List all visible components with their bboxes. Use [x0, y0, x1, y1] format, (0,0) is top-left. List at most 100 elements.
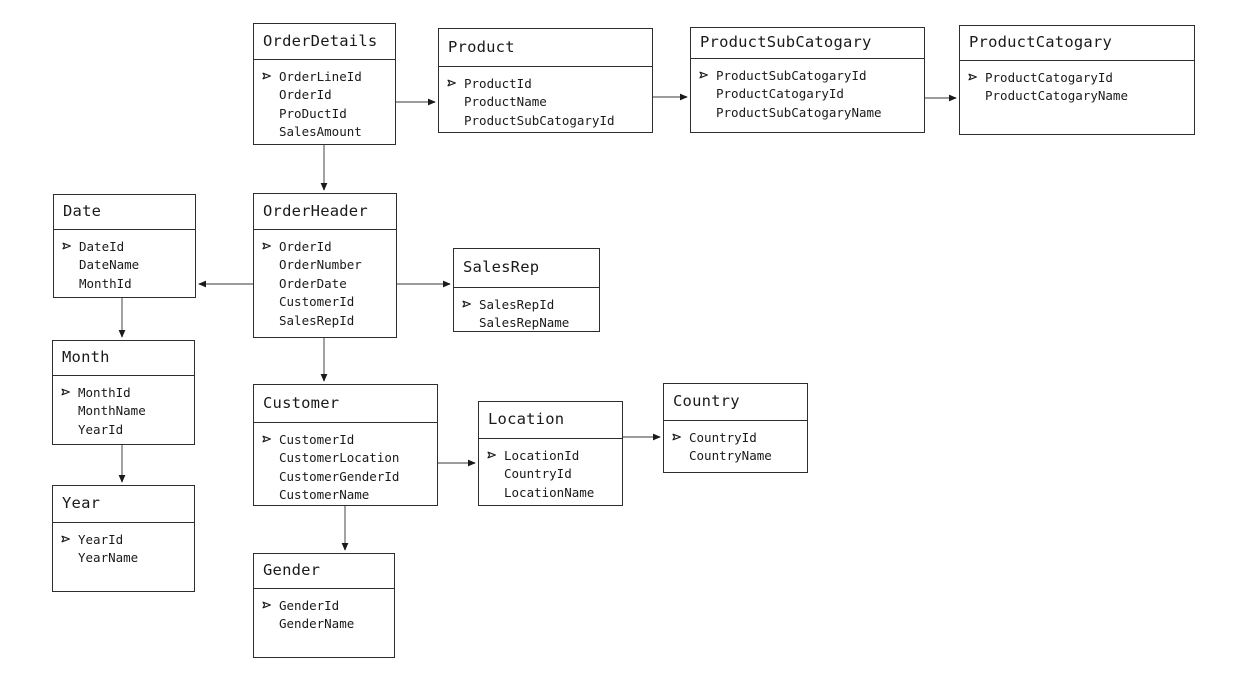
- field-row: MonthName: [60, 402, 190, 421]
- field-name: CountryId: [689, 429, 757, 445]
- table-title: Customer: [254, 385, 437, 423]
- field-name: CountryName: [689, 448, 772, 464]
- field-name: OrderId: [279, 238, 332, 254]
- field-name: CountryId: [504, 466, 572, 482]
- field-name: MonthId: [78, 384, 131, 400]
- table-title: SalesRep: [454, 249, 599, 288]
- field-row: CustomerGenderId: [261, 467, 433, 486]
- field-row: YearId: [60, 420, 190, 439]
- field-row: LocationId: [486, 446, 618, 465]
- field-name: ProductSubCatogaryId: [464, 112, 615, 128]
- field-row: MonthId: [61, 274, 191, 293]
- field-name: YearId: [78, 421, 124, 437]
- field-name: LocationName: [504, 484, 595, 500]
- field-row: OrderDate: [261, 274, 392, 293]
- field-row: CountryId: [486, 465, 618, 484]
- field-row: OrderLineId: [261, 67, 391, 86]
- primary-key-icon: [461, 298, 479, 310]
- field-row: DateName: [61, 256, 191, 275]
- table-title: Month: [53, 341, 194, 376]
- table-title: Date: [54, 195, 195, 230]
- field-row: ProductSubCatogaryId: [698, 66, 920, 85]
- field-row: YearName: [60, 549, 190, 568]
- field-row: CountryName: [671, 447, 803, 466]
- field-row: DateId: [61, 237, 191, 256]
- field-name: GenderName: [279, 616, 355, 632]
- field-name: OrderDate: [279, 275, 347, 291]
- field-row: SalesRepId: [261, 311, 392, 330]
- field-name: ProductSubCatogaryName: [716, 104, 882, 120]
- field-name: MonthName: [78, 403, 146, 419]
- primary-key-icon: [60, 386, 78, 398]
- field-name: YearId: [78, 531, 124, 547]
- table-title: Location: [479, 402, 622, 439]
- field-row: SalesRepName: [461, 314, 595, 333]
- field-row: CountryId: [671, 428, 803, 447]
- table-title: ProductCatogary: [960, 26, 1194, 61]
- primary-key-icon: [261, 433, 279, 445]
- field-name: DateName: [79, 257, 140, 273]
- primary-key-icon: [446, 77, 464, 89]
- primary-key-icon: [60, 533, 78, 545]
- table-title: Gender: [254, 554, 394, 589]
- table-title: Year: [53, 486, 194, 523]
- field-name: SalesRepId: [479, 296, 555, 312]
- field-row: GenderId: [261, 596, 390, 615]
- field-name: ProductCatogaryId: [716, 86, 844, 102]
- field-row: CustomerId: [261, 293, 392, 312]
- field-name: OrderNumber: [279, 257, 362, 273]
- field-name: LocationId: [504, 447, 580, 463]
- field-name: SalesRepId: [279, 312, 355, 328]
- field-name: ProductSubCatogaryId: [716, 67, 867, 83]
- field-row: CustomerId: [261, 430, 433, 449]
- field-row: CustomerLocation: [261, 449, 433, 468]
- primary-key-icon: [967, 71, 985, 83]
- table-title: OrderDetails: [254, 24, 395, 60]
- field-name: MonthId: [79, 275, 132, 291]
- table-title: OrderHeader: [254, 194, 396, 230]
- table-title: Product: [439, 29, 652, 67]
- field-name: GenderId: [279, 597, 340, 613]
- field-row: ProductSubCatogaryId: [446, 111, 648, 130]
- field-row: ProductCatogaryId: [698, 85, 920, 104]
- field-name: CustomerId: [279, 294, 355, 310]
- field-row: ProductCatogaryId: [967, 68, 1190, 87]
- field-row: OrderId: [261, 237, 392, 256]
- field-row: MonthId: [60, 383, 190, 402]
- field-row: GenderName: [261, 615, 390, 634]
- field-name: SalesAmount: [279, 124, 362, 140]
- primary-key-icon: [671, 431, 689, 443]
- field-row: OrderNumber: [261, 256, 392, 275]
- field-name: ProDuctId: [279, 105, 347, 121]
- field-row: ProductId: [446, 74, 648, 93]
- field-name: ProductName: [464, 94, 547, 110]
- primary-key-icon: [486, 449, 504, 461]
- field-name: OrderLineId: [279, 68, 362, 84]
- field-name: OrderId: [279, 87, 332, 103]
